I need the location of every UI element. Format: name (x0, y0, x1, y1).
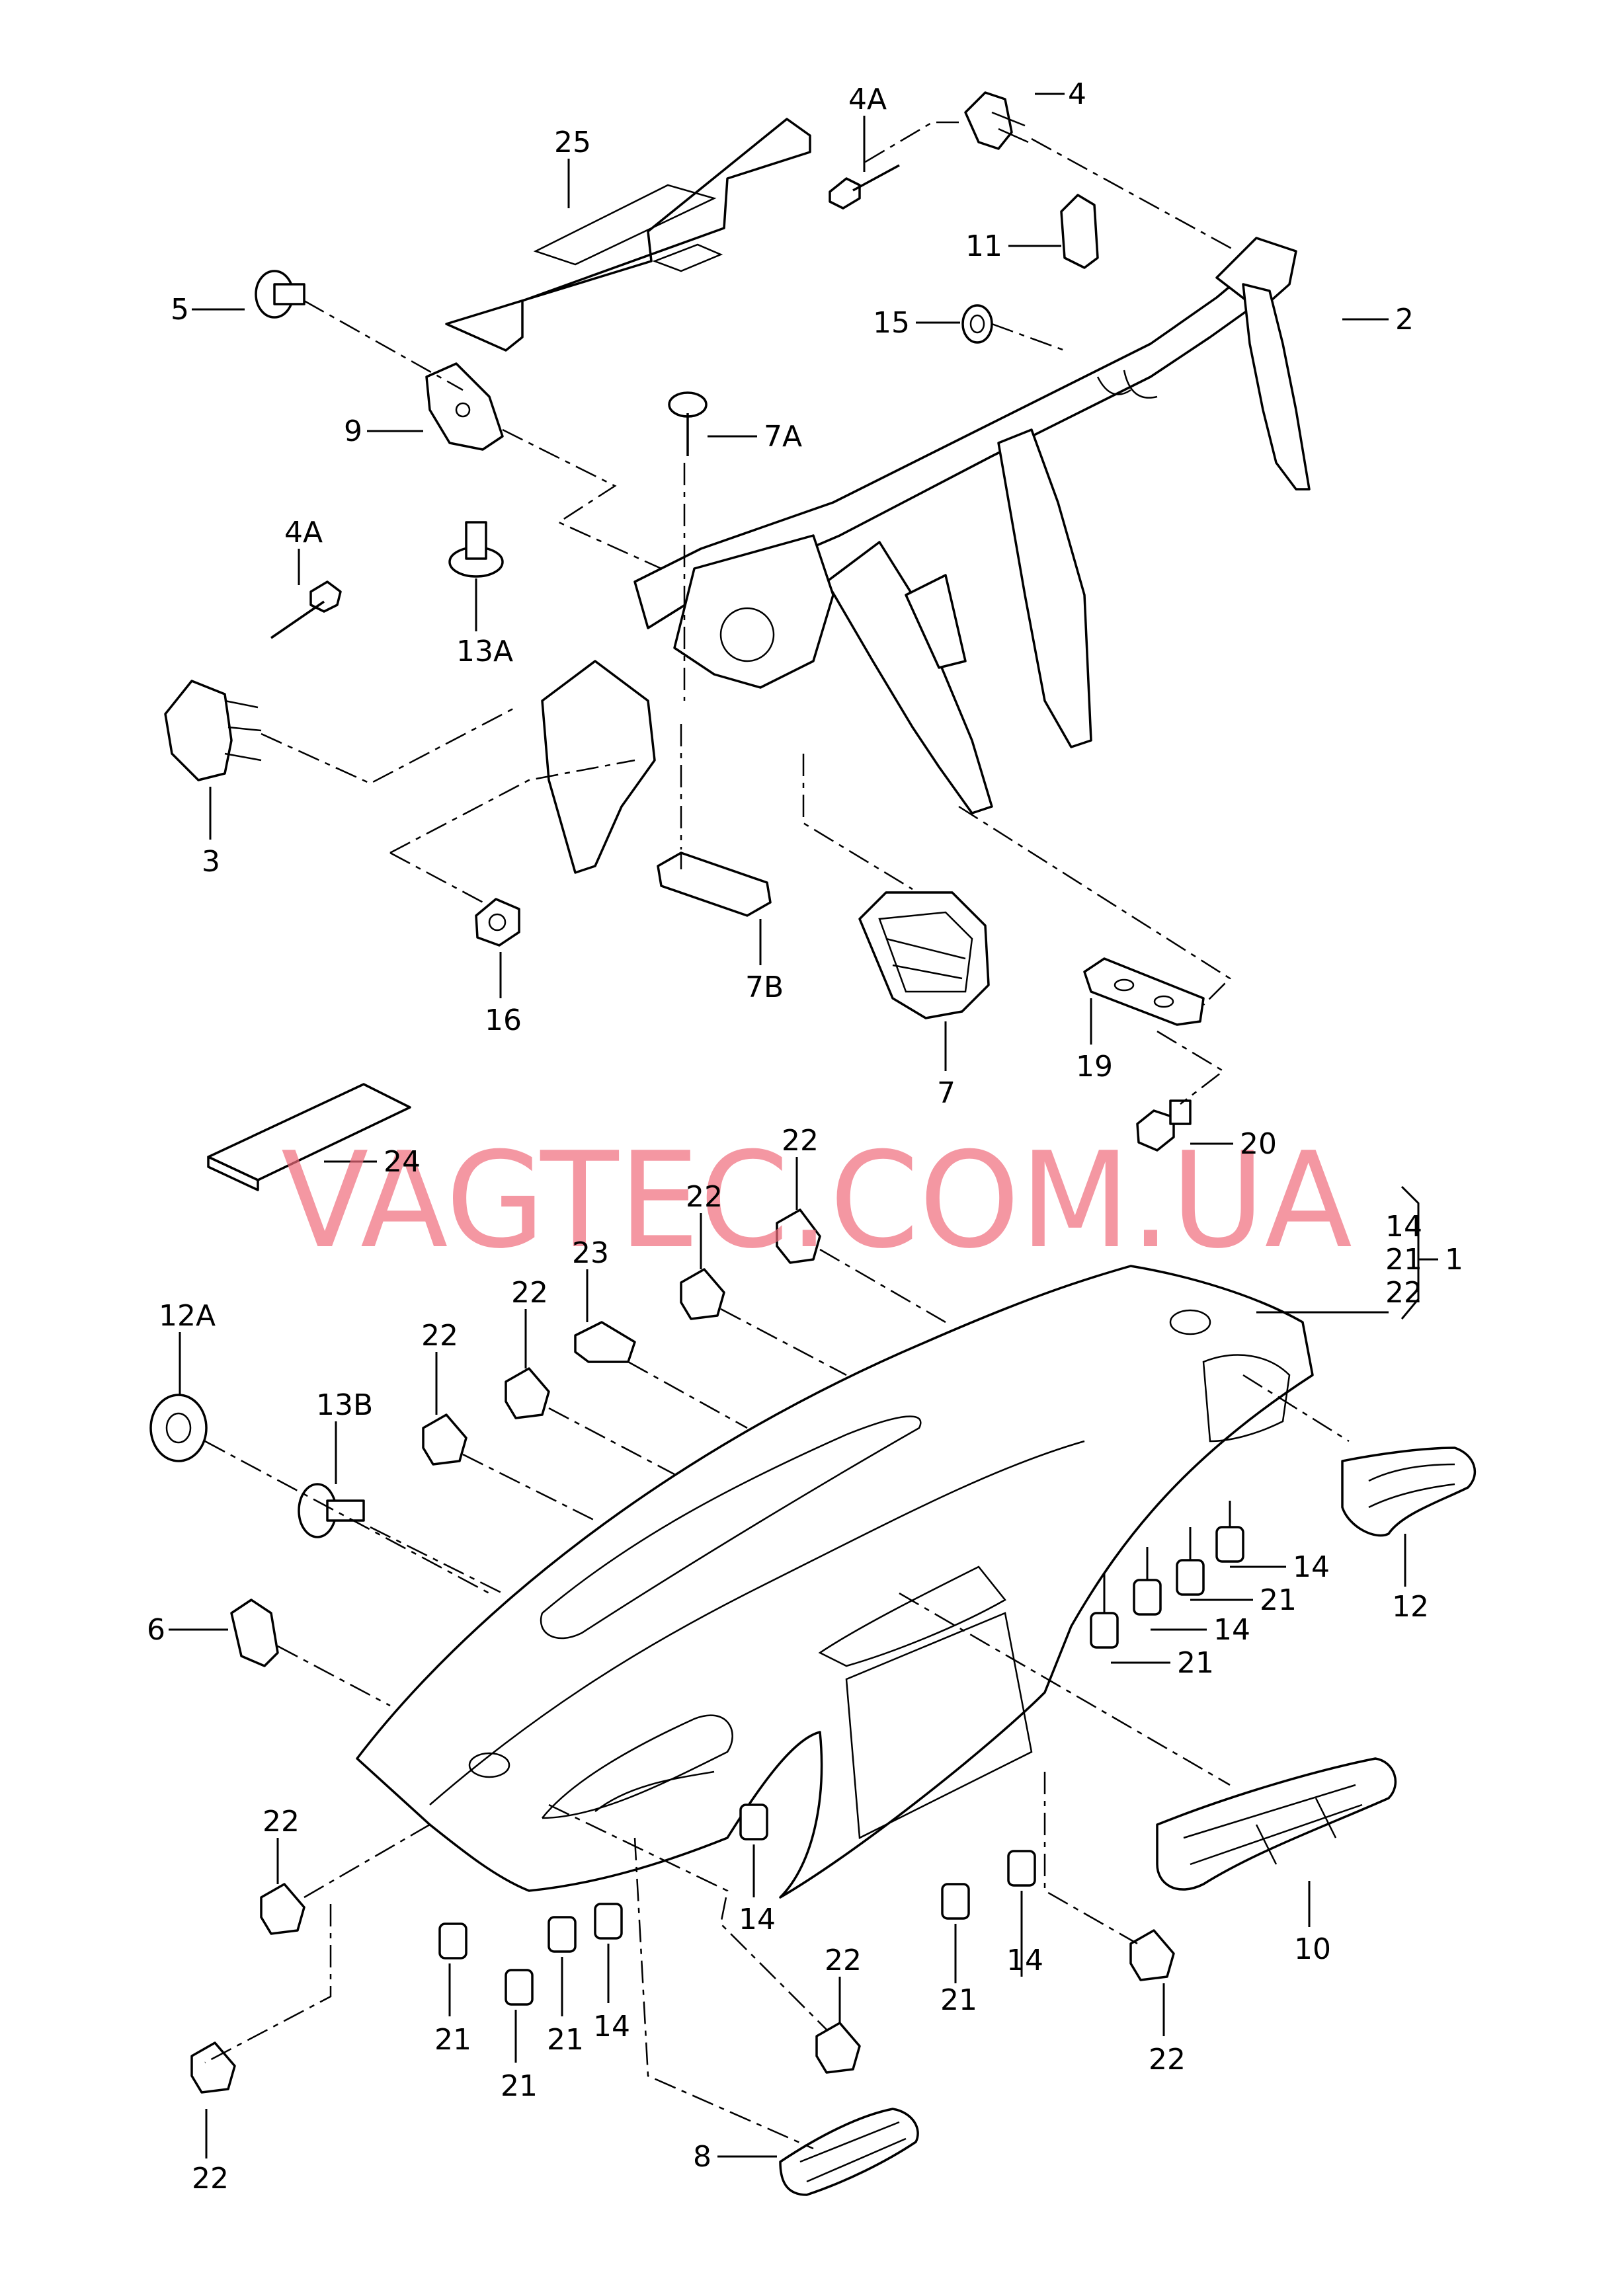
callout-14-m: 14 (739, 1903, 776, 1936)
callout-22-b: 22 (686, 1180, 723, 1214)
callout-22-d: 22 (421, 1319, 458, 1353)
callout-2: 2 (1395, 303, 1414, 336)
callout-23: 23 (572, 1236, 609, 1270)
callout-13B: 13B (316, 1388, 373, 1422)
callout-15: 15 (873, 306, 910, 340)
part-13B-bolt (298, 1483, 365, 1538)
part-24-pad (207, 1083, 411, 1191)
callout-8: 8 (693, 2140, 711, 2174)
callout-21-r2: 21 (1177, 1646, 1214, 1680)
part-4A-screw-top (829, 164, 900, 210)
part-11-clip (1060, 194, 1099, 269)
part-15-buffer (961, 304, 993, 344)
callout-12A: 12A (159, 1299, 216, 1333)
callout-21-group: 21 (1385, 1243, 1422, 1277)
callout-20: 20 (1240, 1127, 1277, 1161)
part-20-bolt (1136, 1099, 1192, 1152)
callout-24: 24 (384, 1145, 421, 1179)
callout-19: 19 (1076, 1050, 1113, 1084)
part-16-nut (475, 898, 520, 947)
callout-6: 6 (147, 1613, 165, 1647)
clips-group (190, 1208, 1244, 2094)
callout-16: 16 (485, 1004, 522, 1037)
part-7A-screw (668, 391, 708, 456)
callout-14-group: 14 (1385, 1210, 1422, 1244)
part-7-vent-housing (858, 891, 990, 1019)
part-25-cover-plate (445, 118, 811, 352)
part-12-side-vent (1341, 1446, 1476, 1537)
callout-5: 5 (171, 293, 189, 327)
callout-3: 3 (202, 845, 220, 879)
part-6-clip (230, 1599, 279, 1667)
watermark-text: VAGTEC.COM.UA (281, 1124, 1352, 1278)
part-10-center-vent (1156, 1757, 1397, 1891)
callout-21-b3: 21 (547, 2023, 584, 2057)
callout-4: 4 (1068, 77, 1086, 111)
callout-25: 25 (554, 126, 591, 159)
callout-7A: 7A (764, 420, 802, 454)
callout-1: 1 (1445, 1243, 1463, 1277)
callout-14-r2: 14 (1213, 1613, 1250, 1647)
callout-21-b2: 21 (501, 2069, 538, 2103)
callout-9: 9 (344, 415, 362, 448)
part-13A-nut (448, 521, 504, 578)
part-19-strap (1083, 957, 1205, 1026)
callout-4A-left: 4A (284, 516, 323, 549)
callout-7: 7 (937, 1076, 955, 1110)
upper-assembly-lines (261, 121, 1237, 1105)
callout-14-r1: 14 (1293, 1550, 1330, 1584)
callout-22-c: 22 (511, 1276, 548, 1310)
callout-12: 12 (1392, 1590, 1429, 1624)
part-4-bracket (964, 91, 1029, 150)
callout-21-b1: 21 (434, 2023, 471, 2057)
callout-22-a: 22 (782, 1124, 819, 1158)
callout-21-r1: 21 (1260, 1583, 1297, 1617)
part-5-grommet (255, 270, 305, 319)
callout-14-bm: 14 (1006, 1944, 1043, 1977)
callout-14-b1: 14 (593, 2010, 630, 2043)
callout-22-l2: 22 (192, 2162, 229, 2196)
callout-7B: 7B (745, 970, 784, 1004)
callout-11: 11 (965, 229, 1002, 263)
part-23-clip (574, 1321, 636, 1363)
part-9-bracket (425, 362, 504, 451)
callout-labels: 25 4A 4 5 11 15 2 9 7A 4A 13A 3 16 7B 7 … (147, 77, 1463, 2196)
leader-lines (169, 93, 1438, 2158)
lower-assembly-lines (204, 1248, 1350, 2150)
callout-22-l1: 22 (263, 1805, 300, 1839)
part-12A-grommet (149, 1394, 208, 1462)
part-4A-screw-left (270, 580, 342, 639)
part-2-cross-member (541, 237, 1311, 874)
callout-22-group: 22 (1385, 1276, 1422, 1310)
callout-4A-top: 4A (848, 83, 887, 116)
part-3-bracket (164, 680, 262, 781)
callout-13A: 13A (456, 635, 513, 668)
part-1-dashboard (356, 1265, 1314, 1899)
callout-22-m: 22 (825, 1944, 862, 1977)
callout-22-br: 22 (1149, 2043, 1186, 2077)
part-7B-module (657, 851, 772, 917)
part-8-left-vent (779, 2108, 919, 2196)
callout-10: 10 (1294, 1932, 1331, 1966)
callout-21-bm: 21 (940, 1983, 977, 2017)
